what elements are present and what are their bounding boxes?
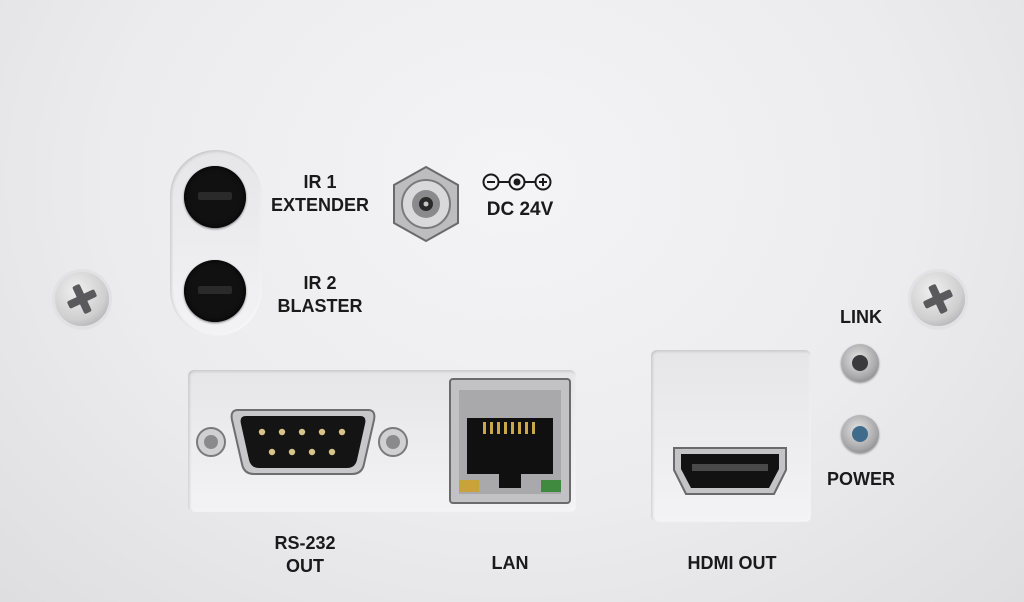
ir2-blaster-jack[interactable]: [184, 260, 246, 322]
ir1-extender-jack[interactable]: [184, 166, 246, 228]
rs232-out-label: RS-232 OUT: [250, 532, 360, 578]
link-label: LINK: [840, 307, 882, 327]
hdmi-out-label: HDMI OUT: [687, 553, 777, 573]
ir2-label-line1: IR 2: [303, 273, 337, 293]
ir1-label: IR 1 EXTENDER: [268, 171, 372, 217]
cross-head-icon: [67, 284, 97, 314]
lan-label: LAN: [491, 553, 529, 573]
rs232-label-line2: OUT: [286, 556, 324, 576]
ir2-label: IR 2 BLASTER: [270, 272, 370, 318]
dc-power-connector[interactable]: [386, 165, 466, 245]
cross-head-icon: [923, 284, 953, 314]
dc-24v-label: DC 24V: [486, 199, 554, 220]
rs232-label-line1: RS-232: [274, 533, 336, 553]
lan-rj45-port[interactable]: [449, 378, 571, 504]
polarity-icon: [482, 173, 552, 191]
hdmi-out-port[interactable]: [670, 444, 790, 498]
right-mounting-screw: [911, 272, 965, 326]
rs232-db9-port[interactable]: [192, 402, 417, 480]
power-led-lens: [852, 426, 868, 442]
left-mounting-screw: [55, 272, 109, 326]
link-led-lens: [852, 355, 868, 371]
ir1-label-line2: EXTENDER: [270, 195, 369, 215]
link-led: [841, 344, 879, 382]
ir1-label-line1: IR 1: [303, 172, 337, 192]
ir2-label-line2: BLASTER: [277, 296, 363, 316]
power-label: POWER: [826, 469, 895, 489]
power-led: [841, 415, 879, 453]
